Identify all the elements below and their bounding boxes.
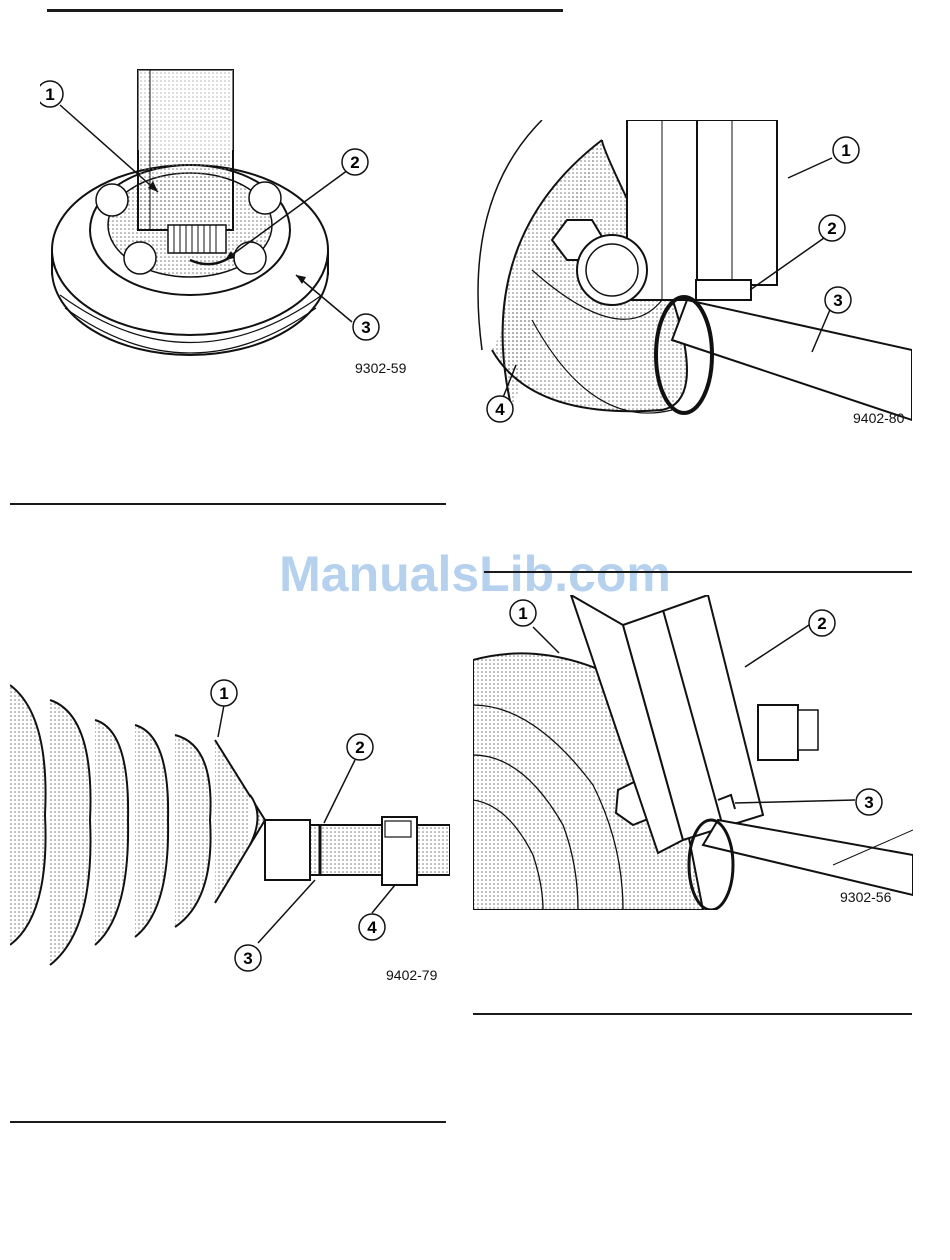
section-rule [10, 503, 446, 505]
figure-cv-joint-snap-ring: 1 2 3 [40, 60, 440, 390]
clamp-tool-illustration: 1 2 3 [473, 595, 913, 910]
callout-2: 2 [819, 215, 845, 241]
section-rule [473, 1013, 912, 1015]
figure-number: 9302-59 [355, 360, 406, 376]
svg-text:3: 3 [361, 318, 370, 337]
figure-number: 9402-80 [853, 410, 904, 426]
callout-4: 4 [487, 396, 513, 422]
callout-1: 1 [510, 600, 536, 626]
callout-2: 2 [347, 734, 373, 760]
svg-text:4: 4 [495, 400, 505, 419]
section-rule [484, 571, 912, 573]
callout-1: 1 [211, 680, 237, 706]
callout-1: 1 [833, 137, 859, 163]
svg-text:1: 1 [841, 141, 850, 160]
svg-text:4: 4 [367, 918, 377, 937]
figure-boot-on-shaft: 1 2 3 4 [10, 675, 450, 975]
svg-text:3: 3 [833, 291, 842, 310]
callout-4: 4 [359, 914, 385, 940]
svg-text:1: 1 [518, 604, 527, 623]
svg-text:2: 2 [355, 738, 364, 757]
svg-text:3: 3 [864, 793, 873, 812]
svg-text:2: 2 [350, 153, 359, 172]
boot-clamp-illustration: 1 2 3 4 [472, 120, 912, 430]
svg-text:2: 2 [827, 219, 836, 238]
callout-2: 2 [342, 149, 368, 175]
cv-joint-illustration: 1 2 3 [40, 60, 440, 390]
figure-clamp-tool-closeup: 1 2 3 [473, 595, 913, 910]
svg-text:1: 1 [45, 85, 54, 104]
callout-2: 2 [809, 610, 835, 636]
section-rule [10, 1121, 446, 1123]
figure-number: 9402-79 [386, 967, 437, 983]
svg-text:2: 2 [817, 614, 826, 633]
callout-3: 3 [856, 789, 882, 815]
svg-text:3: 3 [243, 949, 252, 968]
callout-3: 3 [825, 287, 851, 313]
header-rule [47, 9, 563, 12]
svg-text:1: 1 [219, 684, 228, 703]
boot-shaft-illustration: 1 2 3 4 [10, 675, 450, 975]
callout-3: 3 [235, 945, 261, 971]
callout-3: 3 [353, 314, 379, 340]
figure-boot-clamp-crimp: 1 2 3 4 [472, 120, 912, 430]
figure-number: 9302-56 [840, 889, 891, 905]
callout-1: 1 [40, 81, 63, 107]
